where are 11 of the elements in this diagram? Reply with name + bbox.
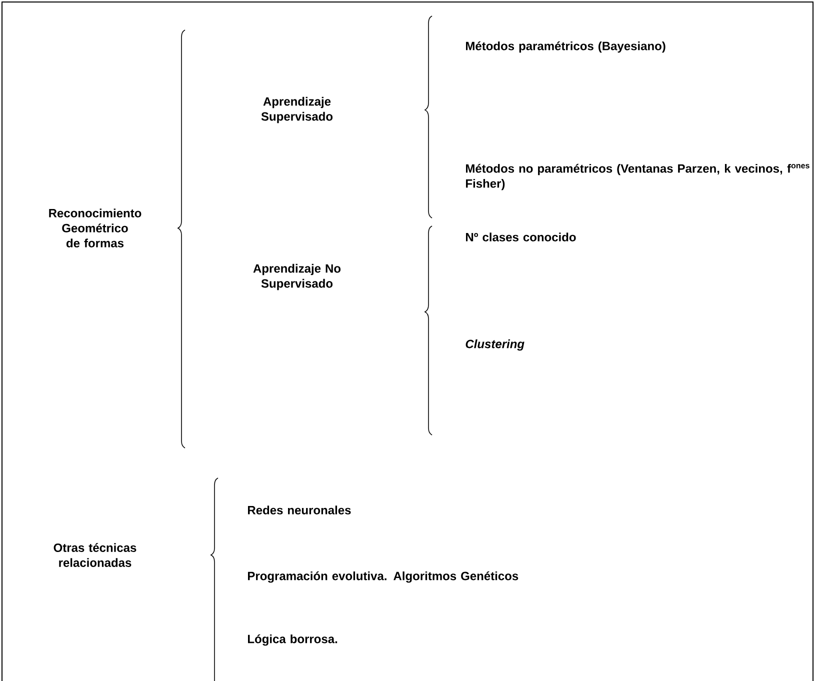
label-text: Métodos paramétricos (Bayesiano) [466,41,666,53]
label-text: Lógica borrosa. [248,634,338,646]
label-text: Métodos no paramétricos (Ventanas Parzen, k vecinos, f$^{ones}$ Fisher) [466,164,810,190]
label-text: Otras técnicas relacionadas [54,543,136,567]
label-text: Aprendizaje No Supervisado [253,264,341,290]
label-text: Reconocimiento Geométrico de formas [49,208,142,248]
label-text: Programación evolutiva. Algoritmos Genéticos [248,571,518,583]
label-text: Nº clases conocido [466,232,576,242]
label-text: Aprendizaje Supervisado [261,96,333,124]
label-text: Redes neuronales [248,506,351,514]
label-text: Clustering [466,339,524,351]
